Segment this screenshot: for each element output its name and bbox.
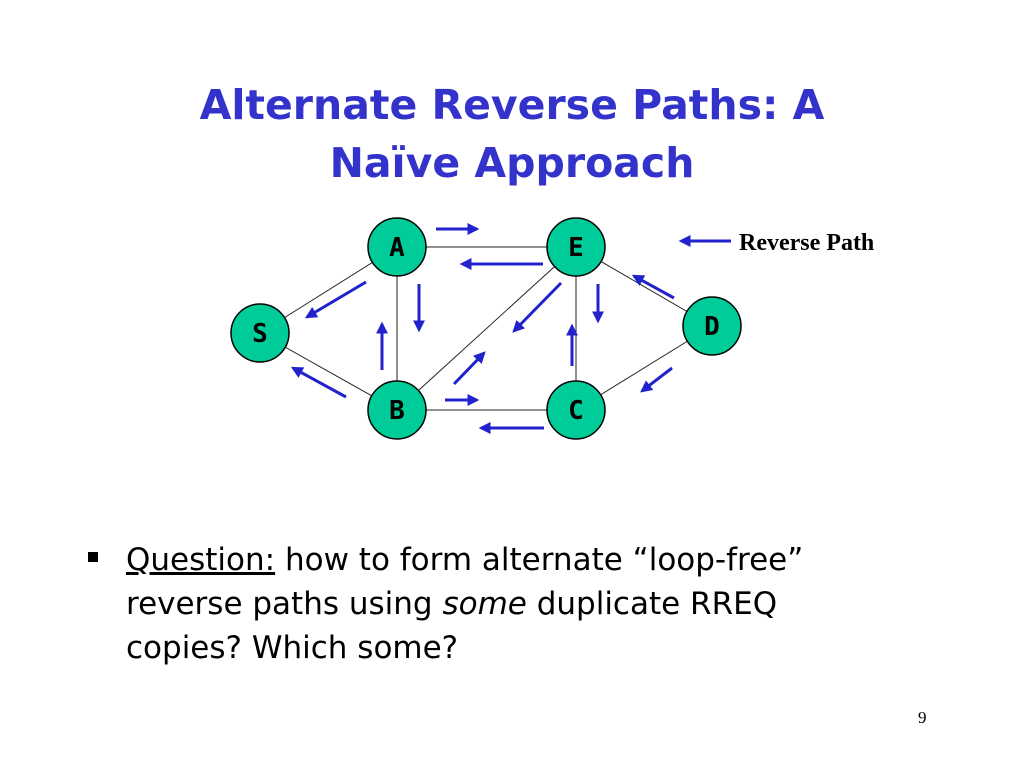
reverse-path-arrows — [290, 223, 675, 434]
legend-label: Reverse Path — [739, 230, 874, 256]
node-s-label: S — [252, 319, 268, 349]
bullet-point: Question: how to form alternate “loop-fr… — [88, 538, 888, 670]
diagram-nodes: A E S D B C — [230, 217, 742, 440]
arrow-b-to-e — [452, 351, 486, 386]
page-number: 9 — [918, 708, 927, 727]
arrow-b-to-s — [290, 366, 347, 399]
bullet-marker — [88, 552, 98, 562]
question-label: Question: — [126, 542, 276, 578]
node-d: D — [682, 296, 742, 356]
node-b-label: B — [389, 396, 405, 426]
node-a: A — [367, 217, 427, 277]
arrow-a-to-s — [304, 280, 367, 319]
node-c-label: C — [568, 396, 584, 426]
bullet-text: Question: how to form alternate “loop-fr… — [126, 538, 888, 670]
node-a-label: A — [389, 233, 405, 263]
node-s: S — [230, 303, 290, 363]
arrow-d-to-c — [640, 366, 673, 393]
node-e: E — [546, 217, 606, 277]
slide-title: Alternate Reverse Paths: A Naïve Approac… — [0, 76, 1024, 192]
node-c: C — [546, 380, 606, 440]
arrow-e-to-b — [512, 281, 563, 333]
node-b: B — [367, 380, 427, 440]
bullet-text-part-2: duplicate RREQ copies? Which some? — [126, 586, 778, 666]
legend: Reverse Path — [678, 230, 874, 256]
bullet-text-part-1: how to form alternate “loop-free” revers… — [126, 542, 804, 622]
node-e-label: E — [568, 233, 584, 263]
slide-title-line-2: Naïve Approach — [329, 139, 695, 187]
arrow-d-to-e — [631, 274, 675, 300]
slide-title-line-1: Alternate Reverse Paths: A — [199, 81, 825, 129]
node-d-label: D — [704, 312, 720, 342]
edge-b-e — [396, 246, 577, 411]
bullet-emphasis: some — [442, 586, 527, 622]
